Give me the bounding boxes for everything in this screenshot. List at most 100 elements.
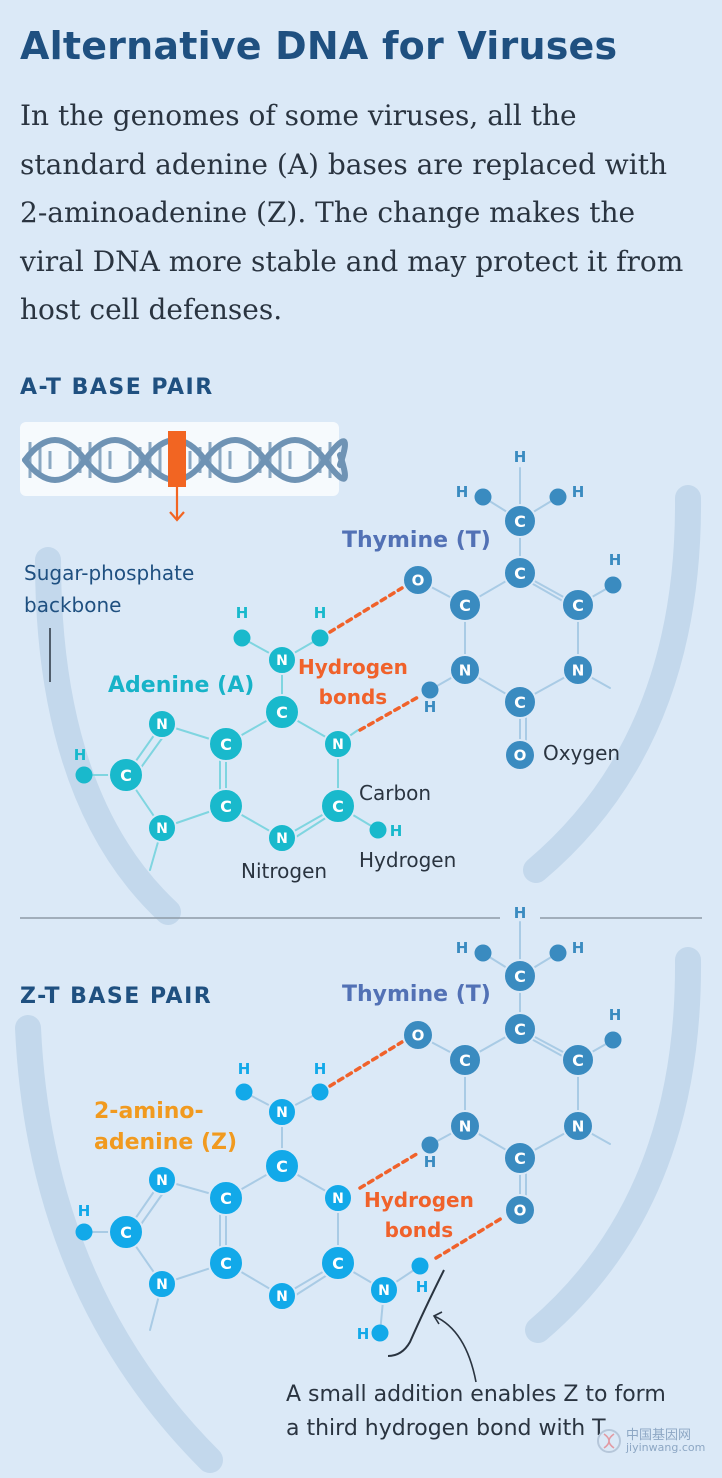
- thymine-bottom-nitrogen-atom-4: N: [449, 1110, 481, 1142]
- svg-text:C: C: [120, 766, 132, 785]
- svg-text:C: C: [514, 564, 526, 583]
- zt-hydrogen-bond-1: [358, 1150, 422, 1190]
- svg-text:C: C: [572, 596, 584, 615]
- z-base-carbon-atom-7: C: [208, 1245, 244, 1281]
- highlight-marker: [168, 431, 186, 487]
- backbone-label: Sugar-phosphate backbone: [24, 561, 195, 617]
- svg-text:N: N: [378, 1283, 390, 1299]
- svg-text:N: N: [332, 1191, 344, 1207]
- watermark: 中国基因网 jiyinwang.com: [596, 1424, 716, 1458]
- svg-text:H: H: [390, 822, 403, 840]
- svg-text:C: C: [514, 693, 526, 712]
- svg-text:C: C: [276, 1157, 288, 1176]
- svg-text:N: N: [276, 1289, 288, 1305]
- thymine-top-nitrogen-atom-5: N: [562, 654, 594, 686]
- backbone-strands: [15, 485, 702, 1473]
- backbone-right-bottom: [525, 947, 702, 1343]
- thymine-top-carbon-atom-0: C: [503, 504, 537, 538]
- svg-text:O: O: [412, 1026, 425, 1044]
- z-base-nitrogen-atom-6: N: [147, 1269, 177, 1299]
- z-base-hydrogen-atom-4: H: [357, 1324, 389, 1343]
- thymine-label-top: Thymine (T): [342, 528, 491, 553]
- svg-text:N: N: [156, 1173, 168, 1189]
- svg-text:H: H: [424, 698, 437, 716]
- svg-text:N: N: [276, 831, 288, 847]
- z-base-carbon-atom-5: C: [108, 1214, 144, 1250]
- svg-text:C: C: [220, 1189, 232, 1208]
- z-base-label: 2-amino- adenine (Z): [94, 1099, 238, 1155]
- at-hydrogen-bond-0: [328, 586, 404, 634]
- legend-oxygen: Oxygen: [543, 741, 621, 765]
- adenine-hydrogen-atom-1: H: [311, 604, 329, 647]
- svg-text:N: N: [332, 737, 344, 753]
- svg-text:C: C: [514, 512, 526, 531]
- thymine-top-carbon-atom-6: C: [503, 685, 537, 719]
- adenine-nitrogen-atom-3: N: [323, 729, 353, 759]
- z-base-carbon-atom-2: C: [208, 1180, 244, 1216]
- thymine-bottom-nitrogen-atom-5: N: [562, 1110, 594, 1142]
- thymine-top-oxygen-atom-7: O: [504, 739, 536, 771]
- svg-text:C: C: [514, 967, 526, 986]
- thymine-bottom-oxygen-atom-8: O: [402, 1019, 434, 1051]
- z-base-carbon-atom-9: C: [320, 1245, 356, 1281]
- z-base-nitrogen-atom-4: N: [147, 1165, 177, 1195]
- svg-text:N: N: [156, 821, 168, 837]
- svg-text:N: N: [459, 1117, 472, 1135]
- adenine-carbon-atom-1: C: [264, 694, 300, 730]
- note-bracket: [387, 1269, 445, 1357]
- z-base-nitrogen-atom-10: N: [369, 1275, 399, 1305]
- svg-text:C: C: [220, 797, 232, 816]
- svg-text:N: N: [459, 661, 472, 679]
- svg-text:C: C: [332, 1254, 344, 1273]
- thymine-bottom-carbon-atom-2: C: [448, 1043, 482, 1077]
- svg-text:N: N: [572, 661, 585, 679]
- svg-text:H: H: [609, 1006, 622, 1024]
- adenine-nitrogen-atom-6: N: [147, 813, 177, 843]
- at-hydrogen-bond-1: [358, 694, 422, 732]
- svg-text:H: H: [456, 939, 469, 957]
- thymine-top-hydrogen-atom-2: H: [604, 551, 622, 594]
- svg-text:O: O: [514, 746, 527, 764]
- svg-text:H: H: [572, 939, 585, 957]
- svg-text:H: H: [609, 551, 622, 569]
- thymine-bottom-methyl-h-label: H: [514, 904, 527, 922]
- adenine-carbon-atom-2: C: [208, 726, 244, 762]
- z-base-hydrogen-atom-1: H: [311, 1060, 329, 1101]
- z-base-nitrogen-atom-3: N: [323, 1183, 353, 1213]
- adenine-carbon-atom-5: C: [108, 757, 144, 793]
- page-title: Alternative DNA for Viruses: [20, 24, 618, 68]
- adenine-carbon-atom-7: C: [208, 788, 244, 824]
- svg-text:N: N: [276, 653, 288, 669]
- backbone-left-top: [35, 547, 181, 925]
- zt-hydrogen-bond-2: [434, 1216, 504, 1260]
- thymine-bottom-carbon-atom-3: C: [561, 1043, 595, 1077]
- thymine-top-methyl-h-label: H: [514, 448, 527, 466]
- backbone-right-top: [523, 485, 702, 883]
- adenine-nitrogen-atom-0: N: [267, 645, 297, 675]
- svg-text:C: C: [220, 735, 232, 754]
- down-arrow-icon: [169, 487, 185, 522]
- svg-text:H: H: [456, 483, 469, 501]
- thymine-bottom-hydrogen-atom-1: H: [549, 939, 585, 962]
- svg-text:H: H: [357, 1325, 370, 1343]
- hydrogen-bonds-label-top: Hydrogen bonds: [298, 655, 408, 709]
- intro-text: In the genomes of some viruses, all the …: [20, 99, 684, 326]
- thymine-bottom-hydrogen-atom-2: H: [604, 1006, 622, 1049]
- svg-text:C: C: [514, 1149, 526, 1168]
- thymine-top-hydrogen-atom-3: H: [421, 681, 439, 716]
- svg-text:C: C: [276, 703, 288, 722]
- backbone-left-bottom: [15, 1015, 223, 1473]
- svg-text:N: N: [276, 1105, 288, 1121]
- svg-text:C: C: [459, 596, 471, 615]
- thymine-top-carbon-atom-2: C: [448, 588, 482, 622]
- svg-text:H: H: [314, 1060, 327, 1078]
- z-base-hydrogen-atom-0: H: [235, 1060, 253, 1101]
- svg-text:C: C: [514, 1020, 526, 1039]
- svg-text:C: C: [572, 1051, 584, 1070]
- legend-carbon: Carbon: [359, 781, 432, 805]
- thymine-bottom-hydrogen-atom-0: H: [456, 939, 492, 962]
- svg-text:O: O: [412, 571, 425, 589]
- adenine-hydrogen-atom-2: H: [74, 746, 93, 784]
- thymine-bottom-oxygen-atom-7: O: [504, 1194, 536, 1226]
